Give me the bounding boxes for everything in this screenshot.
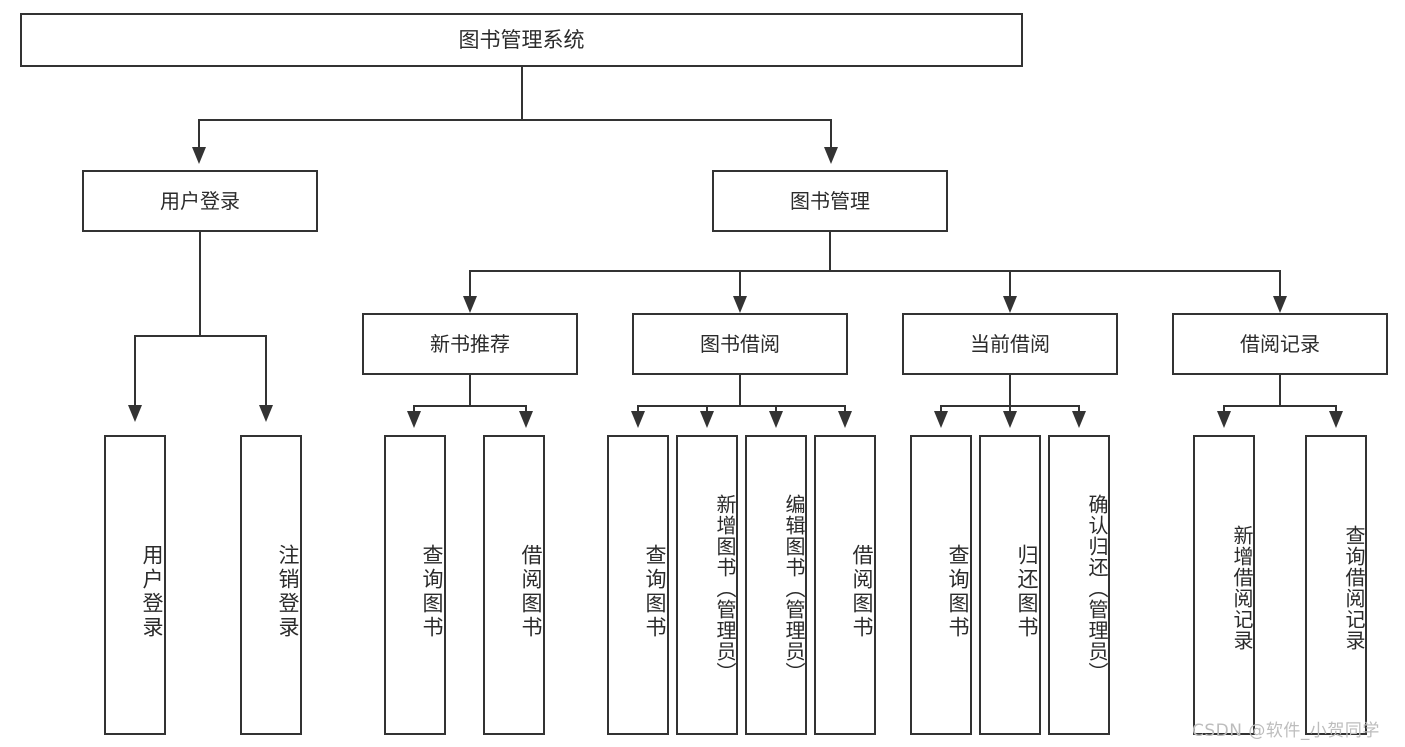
leaf-user-login-signout[interactable]: 注销登录 xyxy=(240,435,302,735)
arrow-to-borrow-record xyxy=(1273,296,1287,313)
node-label: 用户登录 xyxy=(160,188,240,213)
arrow-cb-child-1 xyxy=(934,411,948,428)
node-new-book-recommend[interactable]: 新书推荐 xyxy=(362,313,578,375)
connector-new-book-recommend-bus xyxy=(413,405,527,407)
connector-borrow-record-stem xyxy=(1279,375,1281,405)
connector-to-book-borrow xyxy=(739,270,741,298)
leaf-new-book-borrow-book[interactable]: 借阅图书 xyxy=(483,435,545,735)
arrow-bb-child-3 xyxy=(769,411,783,428)
leaf-book-borrow-borrow-book[interactable]: 借阅图书 xyxy=(814,435,876,735)
connector-current-borrow-stem xyxy=(1009,375,1011,405)
connector-user-login-child-1 xyxy=(134,335,136,407)
connector-nbr-child-2 xyxy=(525,405,527,413)
leaf-current-borrow-confirm-return-admin[interactable]: 确认归还（管理员） xyxy=(1048,435,1110,735)
leaf-label: 新增借阅记录 xyxy=(1230,525,1254,651)
node-label: 新书推荐 xyxy=(430,331,510,356)
node-label: 图书借阅 xyxy=(700,331,780,356)
leaf-label: 查询图书 xyxy=(420,544,444,640)
leaf-borrow-record-query-record[interactable]: 查询借阅记录 xyxy=(1305,435,1367,735)
connector-cb-child-1 xyxy=(940,405,942,413)
connector-to-new-book-recommend xyxy=(469,270,471,298)
leaf-label: 借阅图书 xyxy=(519,544,543,640)
arrow-user-login-child-2 xyxy=(259,405,273,422)
connector-cb-child-3 xyxy=(1078,405,1080,413)
node-label: 图书管理 xyxy=(790,188,870,213)
connector-borrow-record-bus xyxy=(1223,405,1337,407)
arrow-br-child-2 xyxy=(1329,411,1343,428)
node-current-borrow[interactable]: 当前借阅 xyxy=(902,313,1118,375)
leaf-label: 借阅图书 xyxy=(850,544,874,640)
leaf-label: 用户登录 xyxy=(140,544,164,640)
leaf-current-borrow-query-book[interactable]: 查询图书 xyxy=(910,435,972,735)
arrow-nbr-child-1 xyxy=(407,411,421,428)
leaf-label: 注销登录 xyxy=(276,544,300,640)
node-book-management[interactable]: 图书管理 xyxy=(712,170,948,232)
connector-root-stem xyxy=(521,67,523,119)
leaf-book-borrow-edit-book-admin[interactable]: 编辑图书（管理员） xyxy=(745,435,807,735)
connector-bb-child-3 xyxy=(775,405,777,413)
arrow-to-book-management xyxy=(824,147,838,164)
connector-book-management-stem xyxy=(829,232,831,270)
arrow-bb-child-2 xyxy=(700,411,714,428)
leaf-user-login-signin[interactable]: 用户登录 xyxy=(104,435,166,735)
connector-book-borrow-stem xyxy=(739,375,741,405)
connector-nbr-child-1 xyxy=(413,405,415,413)
leaf-current-borrow-return-book[interactable]: 归还图书 xyxy=(979,435,1041,735)
connector-br-child-2 xyxy=(1335,405,1337,413)
connector-bb-child-4 xyxy=(844,405,846,413)
leaf-new-book-query-book[interactable]: 查询图书 xyxy=(384,435,446,735)
leaf-label: 新增图书（管理员） xyxy=(713,493,737,683)
node-root-book-management-system[interactable]: 图书管理系统 xyxy=(20,13,1023,67)
csdn-watermark: CSDN @软件_小贺同学 xyxy=(1192,721,1380,741)
connector-to-book-management xyxy=(830,119,832,149)
leaf-label: 查询借阅记录 xyxy=(1342,525,1366,651)
leaf-label: 确认归还（管理员） xyxy=(1085,493,1109,683)
connector-br-child-1 xyxy=(1223,405,1225,413)
leaf-label: 编辑图书（管理员） xyxy=(782,493,806,683)
connector-cb-child-2 xyxy=(1009,405,1011,413)
arrow-to-book-borrow xyxy=(733,296,747,313)
leaf-book-borrow-add-book-admin[interactable]: 新增图书（管理员） xyxy=(676,435,738,735)
node-label: 当前借阅 xyxy=(970,331,1050,356)
connector-user-login-bus xyxy=(134,335,266,337)
arrow-br-child-1 xyxy=(1217,411,1231,428)
connector-new-book-recommend-stem xyxy=(469,375,471,405)
connector-to-user-login xyxy=(198,119,200,149)
arrow-to-current-borrow xyxy=(1003,296,1017,313)
node-label: 图书管理系统 xyxy=(458,27,585,52)
connector-to-borrow-record xyxy=(1279,270,1281,298)
arrow-user-login-child-1 xyxy=(128,405,142,422)
connector-bb-child-2 xyxy=(706,405,708,413)
arrow-to-user-login xyxy=(192,147,206,164)
connector-level2-bus xyxy=(469,270,1281,272)
node-label: 借阅记录 xyxy=(1240,331,1320,356)
connector-book-borrow-bus xyxy=(637,405,845,407)
arrow-cb-child-3 xyxy=(1072,411,1086,428)
arrow-nbr-child-2 xyxy=(519,411,533,428)
connector-to-current-borrow xyxy=(1009,270,1011,298)
connector-user-login-stem xyxy=(199,232,201,335)
node-user-login[interactable]: 用户登录 xyxy=(82,170,318,232)
arrow-bb-child-4 xyxy=(838,411,852,428)
leaf-borrow-record-add-record[interactable]: 新增借阅记录 xyxy=(1193,435,1255,735)
leaf-book-borrow-query-book[interactable]: 查询图书 xyxy=(607,435,669,735)
connector-user-login-child-2 xyxy=(265,335,267,407)
node-borrow-record[interactable]: 借阅记录 xyxy=(1172,313,1388,375)
leaf-label: 查询图书 xyxy=(643,544,667,640)
node-book-borrow[interactable]: 图书借阅 xyxy=(632,313,848,375)
leaf-label: 查询图书 xyxy=(946,544,970,640)
arrow-cb-child-2 xyxy=(1003,411,1017,428)
connector-bb-child-1 xyxy=(637,405,639,413)
leaf-label: 归还图书 xyxy=(1015,544,1039,640)
arrow-to-new-book-recommend xyxy=(463,296,477,313)
connector-level1-bus xyxy=(198,119,832,121)
arrow-bb-child-1 xyxy=(631,411,645,428)
